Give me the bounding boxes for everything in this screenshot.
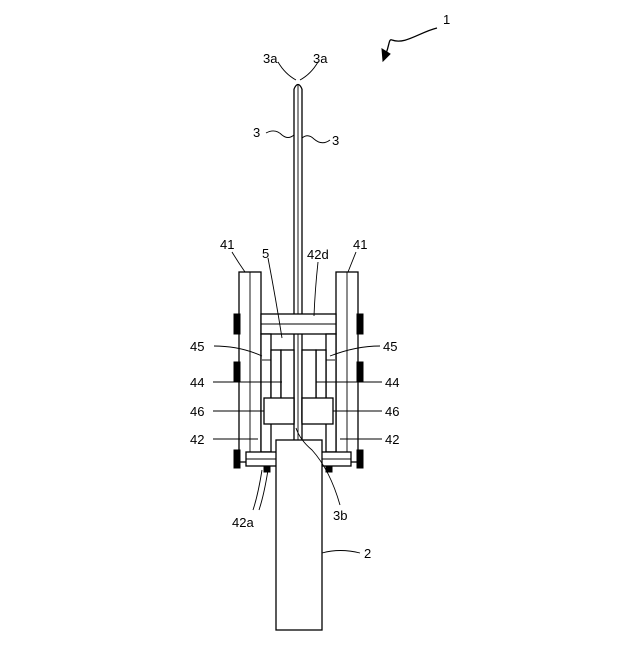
label-46-left: 46 [190, 404, 204, 419]
left-inner-frame-42 [261, 334, 271, 452]
crossbar-42d [261, 314, 336, 334]
label-42a: 42a [232, 515, 254, 530]
label-42-left: 42 [190, 432, 204, 447]
handle-2 [276, 440, 322, 630]
right-spacer-46 [302, 398, 333, 424]
label-3-right: 3 [332, 133, 339, 148]
label-45-left: 45 [190, 339, 204, 354]
assembly-pointer-arrow [382, 28, 437, 61]
label-44-left: 44 [190, 375, 204, 390]
right-inner-frame-42 [326, 334, 336, 452]
label-3-left: 3 [253, 125, 260, 140]
label-3b: 3b [333, 508, 347, 523]
label-3a-right: 3a [313, 51, 328, 66]
left-spacer-46 [264, 398, 294, 424]
label-5: 5 [262, 246, 269, 261]
label-42-right: 42 [385, 432, 399, 447]
label-42d: 42d [307, 247, 329, 262]
label-45-right: 45 [383, 339, 397, 354]
label-44-right: 44 [385, 375, 399, 390]
label-2: 2 [364, 546, 371, 561]
label-41-left: 41 [220, 237, 234, 252]
label-3a-left: 3a [263, 51, 278, 66]
label-1: 1 [443, 12, 450, 27]
blade-3 [294, 84, 302, 440]
label-41-right: 41 [353, 237, 367, 252]
label-46-right: 46 [385, 404, 399, 419]
